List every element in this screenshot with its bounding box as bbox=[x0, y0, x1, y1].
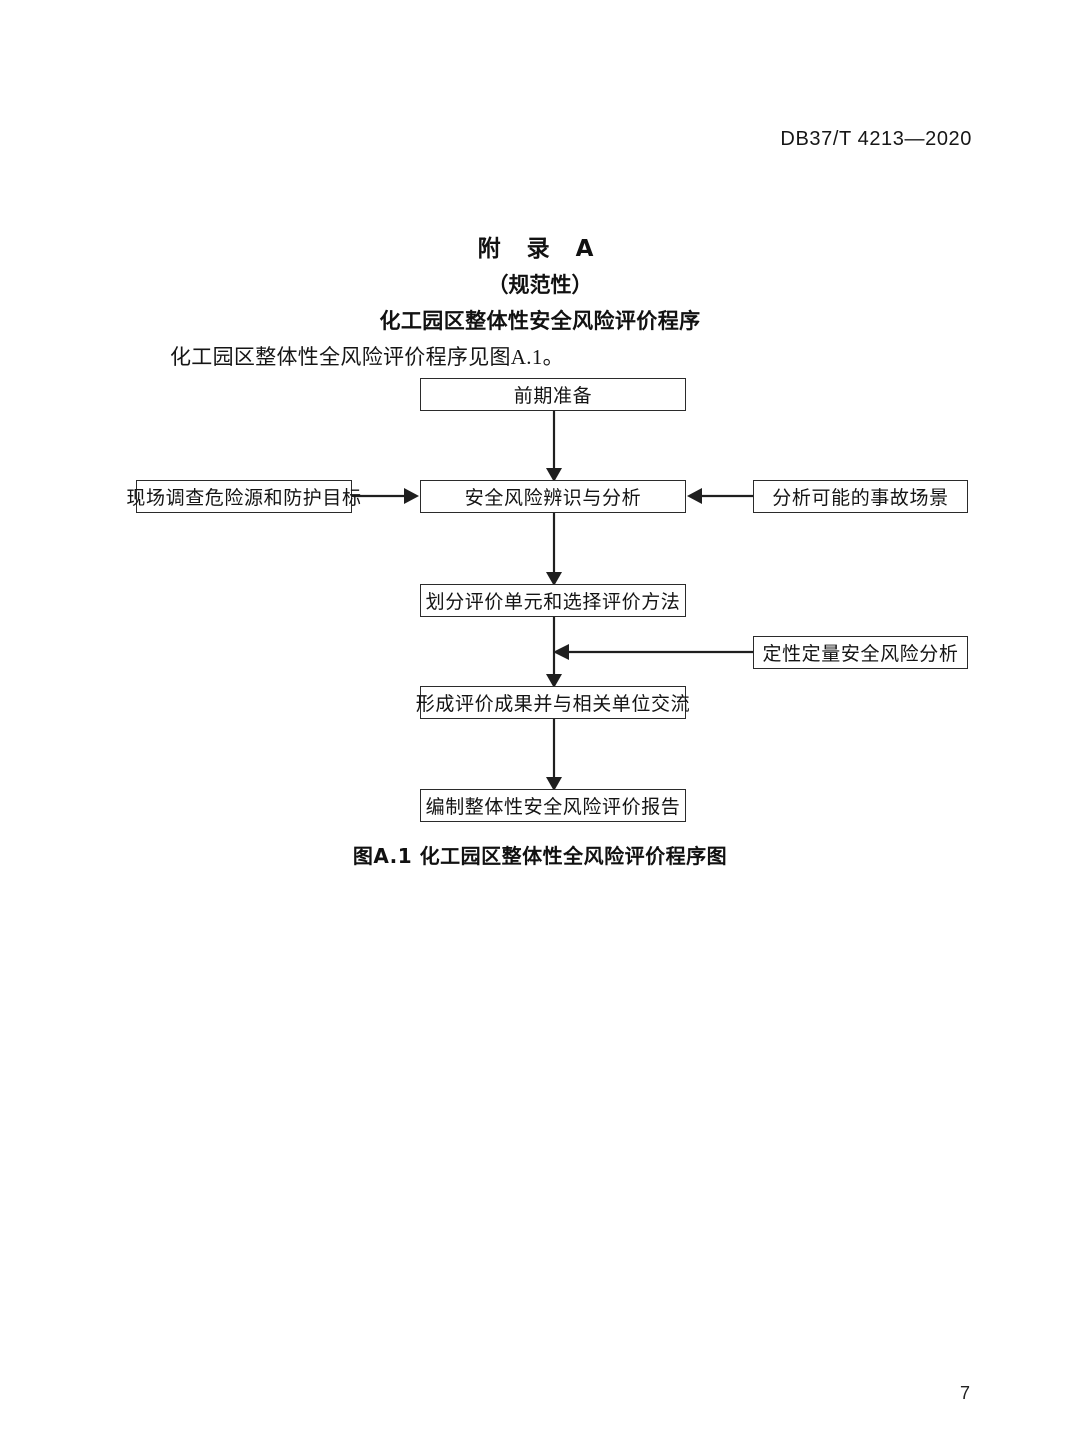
intro-paragraph: 化工园区整体性全风险评价程序见图A.1。 bbox=[170, 345, 564, 369]
annex-label: 附 录 A bbox=[477, 236, 603, 262]
page-number: 7 bbox=[959, 1383, 970, 1403]
flow-node-results-exchange: 形成评价成果并与相关单位交流 bbox=[416, 686, 690, 719]
figure-caption: 图A.1 化工园区整体性全风险评价程序图 bbox=[352, 844, 728, 868]
standard-number-header: DB37/T 4213—2020 bbox=[780, 128, 972, 150]
flow-node-quantitative-analysis: 定性定量安全风险分析 bbox=[753, 636, 968, 669]
annex-heading-block: 附 录 A （规范性） 化工园区整体性安全风险评价程序 bbox=[0, 232, 1080, 338]
flowchart-connectors bbox=[352, 411, 753, 791]
flow-node-identification: 安全风险辨识与分析 bbox=[420, 480, 686, 513]
flow-node-report: 编制整体性安全风险评价报告 bbox=[420, 789, 686, 822]
flowchart-figure: 前期准备 现场调查危险源和防护目标 安全风险辨识与分析 分析可能的事故场景 划分… bbox=[126, 378, 968, 822]
annex-type: （规范性） bbox=[487, 273, 593, 297]
annex-title: 化工园区整体性安全风险评价程序 bbox=[379, 309, 701, 333]
flow-node-preparation: 前期准备 bbox=[420, 378, 686, 411]
flow-node-site-survey: 现场调查危险源和防护目标 bbox=[126, 480, 361, 513]
flow-node-accident-scenario: 分析可能的事故场景 bbox=[753, 480, 968, 513]
flow-node-unit-method: 划分评价单元和选择评价方法 bbox=[420, 584, 686, 617]
